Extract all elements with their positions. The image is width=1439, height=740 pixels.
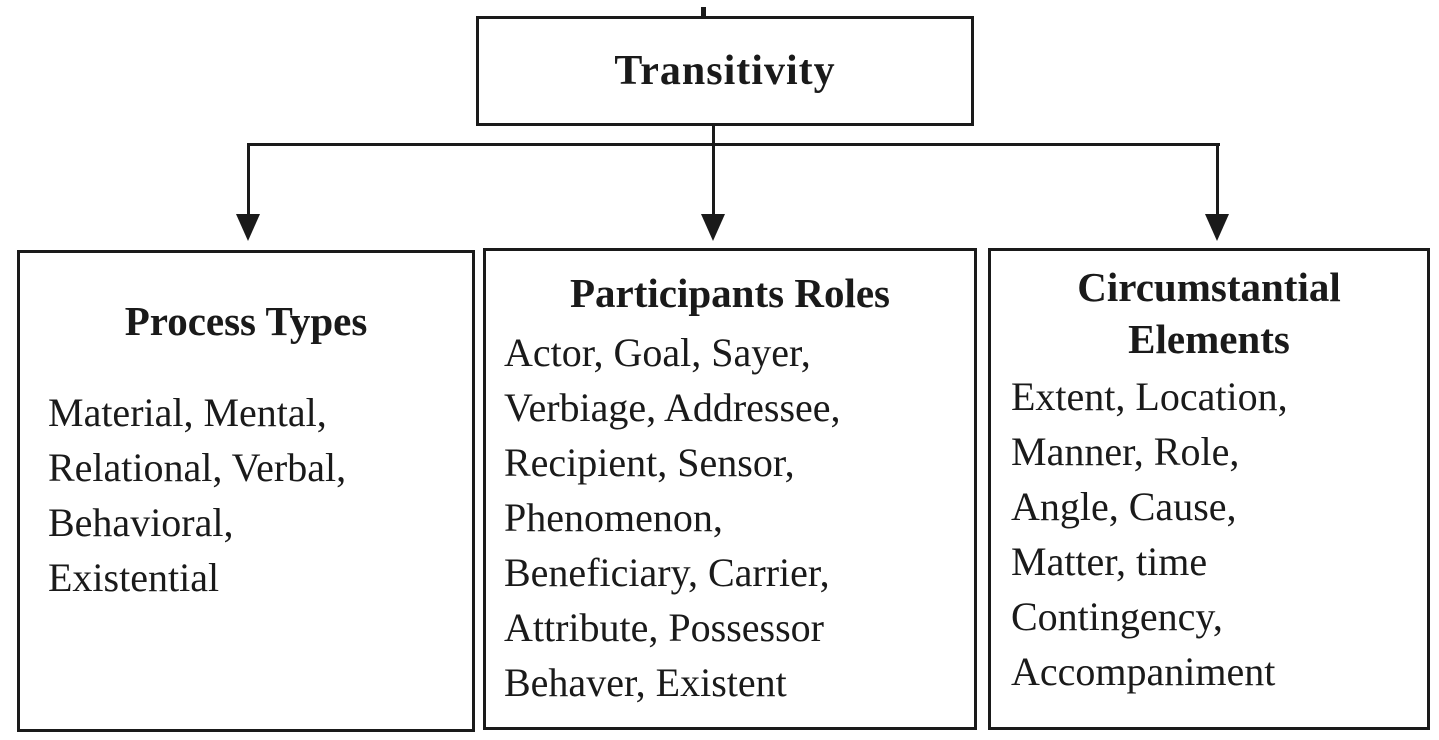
connector-horizontal-line — [247, 143, 1220, 146]
node-title: Participants Roles — [570, 270, 890, 316]
node-circumstantial-elements: Circumstantial Elements Extent, Location… — [988, 248, 1430, 730]
arrow-down-middle-icon — [701, 214, 725, 241]
node-process-types: Process Types Material, Mental, Relation… — [17, 250, 475, 732]
connector-right-drop-line — [1216, 143, 1219, 218]
node-title: Process Types — [124, 298, 368, 344]
root-node-transitivity: Transitivity — [476, 16, 974, 126]
connector-root-stub-line — [712, 126, 715, 218]
node-items: Extent, Location, Manner, Role, Angle, C… — [1011, 374, 1288, 694]
scan-artifact-mark — [701, 7, 706, 17]
node-participants-roles: Participants Roles Actor, Goal, Sayer, V… — [483, 248, 977, 730]
arrow-down-left-icon — [236, 214, 260, 241]
root-node-label: Transitivity — [614, 48, 836, 94]
node-items: Material, Mental, Relational, Verbal, Be… — [48, 390, 347, 600]
arrow-down-right-icon — [1205, 214, 1229, 241]
connector-left-drop-line — [247, 143, 250, 218]
node-items: Actor, Goal, Sayer, Verbiage, Addressee,… — [504, 330, 841, 705]
node-title: Circumstantial Elements — [1077, 264, 1341, 362]
